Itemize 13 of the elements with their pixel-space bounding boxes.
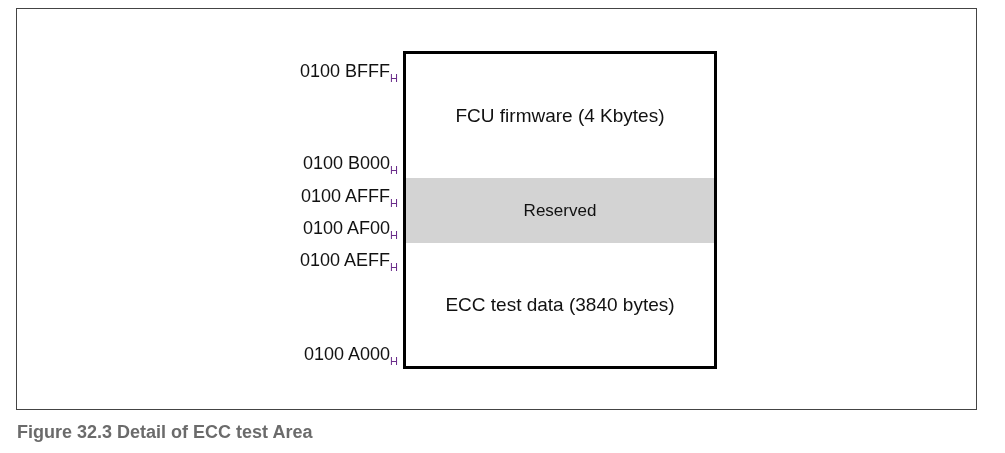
address-label: 0100 A000$_{H}$ [303, 344, 398, 367]
address-label: 0100 BFFF$_{H}$ [300, 61, 398, 84]
address-label: 0100 B000$_{H}$ [302, 153, 398, 176]
address-label: 0100 AF00$_{H}$ [302, 218, 398, 241]
memory-region-box [403, 51, 717, 181]
region-label: Reserved [523, 200, 597, 221]
figure-caption: Figure 32.3 Detail of ECC test Area [17, 422, 313, 443]
reserved-region-box [403, 178, 717, 246]
address-label: 0100 AEFF$_{H}$ [300, 250, 398, 273]
region-label: ECC test data (3840 bytes) [445, 293, 675, 316]
memory-region-box [403, 243, 717, 369]
region-label: FCU firmware (4 Kbytes) [455, 105, 665, 127]
address-label: 0100 AFFF$_{H}$ [301, 186, 398, 209]
